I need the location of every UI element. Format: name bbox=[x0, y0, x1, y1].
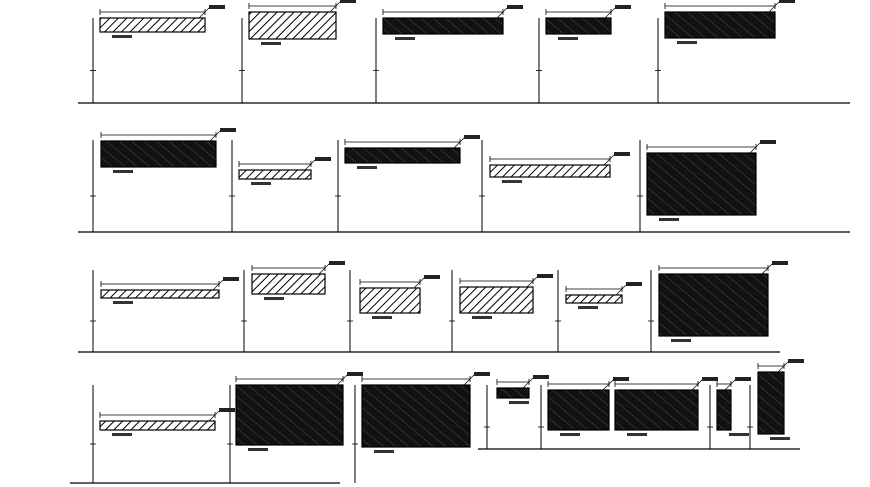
lintel-section-light bbox=[99, 17, 206, 33]
annotation-note-mark bbox=[770, 437, 790, 440]
annotation-label-mark bbox=[474, 372, 490, 376]
annotation-label-mark bbox=[772, 261, 788, 265]
lintel-section-light bbox=[99, 420, 216, 431]
annotation-note-mark bbox=[578, 306, 598, 309]
lintel-section-dark bbox=[344, 147, 461, 164]
annotation-note-mark bbox=[264, 297, 284, 300]
lintel-section-dark bbox=[716, 389, 732, 431]
leader-line bbox=[526, 276, 538, 288]
lintel-section-light bbox=[251, 273, 326, 295]
leader-line bbox=[318, 263, 330, 275]
leader-line bbox=[453, 137, 465, 149]
annotation-label-mark bbox=[626, 282, 642, 286]
annotation-label-mark bbox=[223, 277, 239, 281]
annotation-label-mark bbox=[615, 5, 631, 9]
leader-line bbox=[496, 7, 508, 19]
leader-line bbox=[777, 361, 789, 373]
annotation-label-mark bbox=[760, 140, 776, 144]
annotation-note-mark bbox=[112, 35, 132, 38]
annotation-label-mark bbox=[613, 377, 629, 381]
leader-line bbox=[208, 410, 220, 422]
annotation-note-mark bbox=[113, 170, 133, 173]
annotation-label-mark bbox=[209, 5, 225, 9]
leader-line bbox=[463, 374, 475, 386]
leader-line bbox=[761, 263, 773, 275]
leader-line bbox=[336, 374, 348, 386]
leader-line bbox=[691, 379, 703, 391]
annotation-note-mark bbox=[372, 316, 392, 319]
annotation-label-mark bbox=[315, 157, 331, 161]
lintel-section-light bbox=[359, 287, 421, 314]
annotation-note-mark bbox=[374, 450, 394, 453]
annotation-note-mark bbox=[627, 433, 647, 436]
annotation-label-mark bbox=[614, 152, 630, 156]
annotation-label-mark bbox=[788, 359, 804, 363]
annotation-note-mark bbox=[248, 448, 268, 451]
annotation-label-mark bbox=[464, 135, 480, 139]
leader-line bbox=[413, 277, 425, 289]
annotation-label-mark bbox=[779, 0, 795, 3]
annotation-note-mark bbox=[502, 180, 522, 183]
annotation-note-mark bbox=[509, 401, 529, 404]
lintel-section-light bbox=[489, 164, 611, 178]
lintel-section-light bbox=[565, 294, 623, 304]
leader-line bbox=[522, 377, 534, 389]
annotation-note-mark bbox=[671, 339, 691, 342]
annotation-note-mark bbox=[357, 166, 377, 169]
annotation-note-mark bbox=[113, 301, 133, 304]
lintel-section-light bbox=[100, 289, 220, 299]
leader-line bbox=[304, 159, 316, 171]
annotation-label-mark bbox=[340, 0, 356, 3]
annotation-note-mark bbox=[659, 218, 679, 221]
annotation-label-mark bbox=[424, 275, 440, 279]
annotation-label-mark bbox=[735, 377, 751, 381]
leader-line bbox=[329, 1, 341, 13]
leader-line bbox=[212, 279, 224, 291]
annotation-note-mark bbox=[261, 42, 281, 45]
lintel-section-dark bbox=[664, 11, 776, 39]
annotation-note-mark bbox=[558, 37, 578, 40]
annotation-label-mark bbox=[533, 375, 549, 379]
lintel-section-dark bbox=[382, 17, 504, 35]
lintel-section-dark bbox=[658, 273, 769, 337]
lintel-section-dark bbox=[646, 152, 757, 216]
annotation-note-mark bbox=[729, 433, 749, 436]
lintel-section-dark bbox=[547, 389, 610, 431]
annotation-label-mark bbox=[347, 372, 363, 376]
leader-line bbox=[724, 379, 736, 391]
lintel-section-dark bbox=[496, 387, 530, 399]
leader-line bbox=[604, 7, 616, 19]
annotation-note-mark bbox=[560, 433, 580, 436]
annotation-note-mark bbox=[472, 316, 492, 319]
leader-line bbox=[198, 7, 210, 19]
leader-line bbox=[615, 284, 627, 296]
annotation-label-mark bbox=[507, 5, 523, 9]
annotation-label-mark bbox=[702, 377, 718, 381]
annotation-label-mark bbox=[220, 128, 236, 132]
leader-line bbox=[603, 154, 615, 166]
annotation-label-mark bbox=[537, 274, 553, 278]
leader-line bbox=[768, 1, 780, 13]
lintel-section-dark bbox=[100, 140, 217, 168]
annotation-label-mark bbox=[329, 261, 345, 265]
lintel-section-dark bbox=[545, 17, 612, 35]
lintel-section-light bbox=[248, 11, 337, 40]
leader-line bbox=[209, 130, 221, 142]
annotation-note-mark bbox=[395, 37, 415, 40]
lintel-section-dark bbox=[614, 389, 699, 431]
lintel-section-light bbox=[459, 286, 534, 314]
lintel-section-dark bbox=[757, 371, 785, 435]
lintel-section-dark bbox=[235, 384, 344, 446]
leader-line bbox=[749, 142, 761, 154]
leader-line bbox=[602, 379, 614, 391]
lintel-section-dark bbox=[361, 384, 471, 448]
annotation-note-mark bbox=[251, 182, 271, 185]
annotation-note-mark bbox=[677, 41, 697, 44]
annotation-note-mark bbox=[112, 433, 132, 436]
annotation-label-mark bbox=[219, 408, 235, 412]
lintel-section-light bbox=[238, 169, 312, 180]
